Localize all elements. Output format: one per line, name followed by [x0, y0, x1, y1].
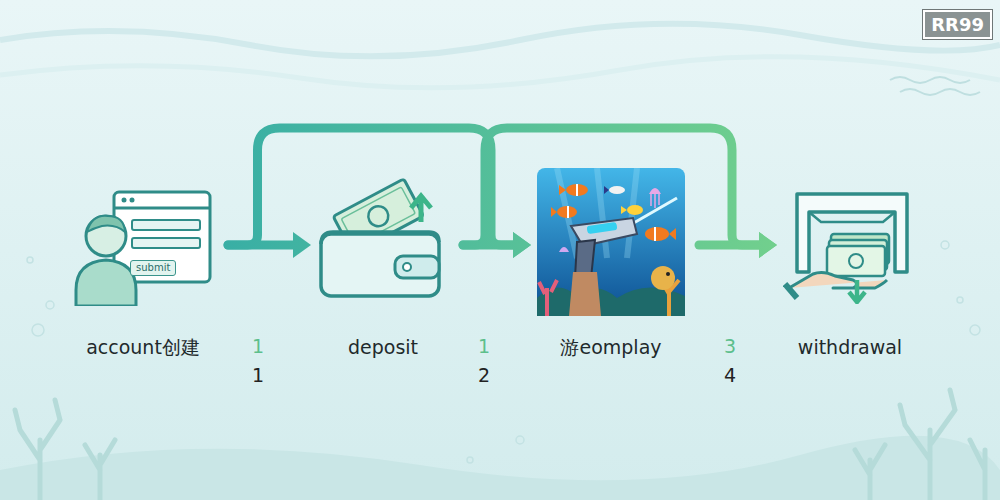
step-label: 游eomplay — [560, 335, 661, 359]
step-number: 1 — [252, 334, 264, 358]
step-number: 1 — [478, 334, 490, 358]
step-icon — [317, 178, 449, 302]
step-node: 游eomplay — [537, 168, 685, 359]
arrow-head — [759, 232, 777, 258]
step-number: 3 — [724, 334, 736, 358]
step-number: 4 — [724, 363, 736, 387]
brand-logo: RR99 — [923, 10, 992, 39]
wallet-icon — [317, 178, 449, 302]
arrow-head — [513, 232, 531, 258]
step-icon: submit — [72, 190, 214, 306]
account-icon — [72, 190, 214, 306]
step-number: 1 — [252, 363, 264, 387]
step-label: deposit — [348, 335, 418, 359]
step-number: 2 — [478, 363, 490, 387]
step-node: withdrawal — [783, 188, 917, 359]
arrow-head — [513, 232, 531, 258]
step-icon — [783, 188, 917, 304]
step-node: submit account创建 — [72, 190, 214, 359]
step-label: withdrawal — [798, 335, 902, 359]
step-node: deposit — [317, 178, 449, 359]
fishing-game-image — [537, 168, 685, 316]
arrow-head — [759, 232, 777, 258]
step-icon — [537, 168, 685, 316]
step-label: account创建 — [86, 335, 200, 359]
flow-arrow — [463, 128, 777, 258]
withdrawal-icon — [783, 188, 917, 304]
arrow-head — [293, 232, 311, 258]
submit-button: submit — [130, 260, 176, 276]
